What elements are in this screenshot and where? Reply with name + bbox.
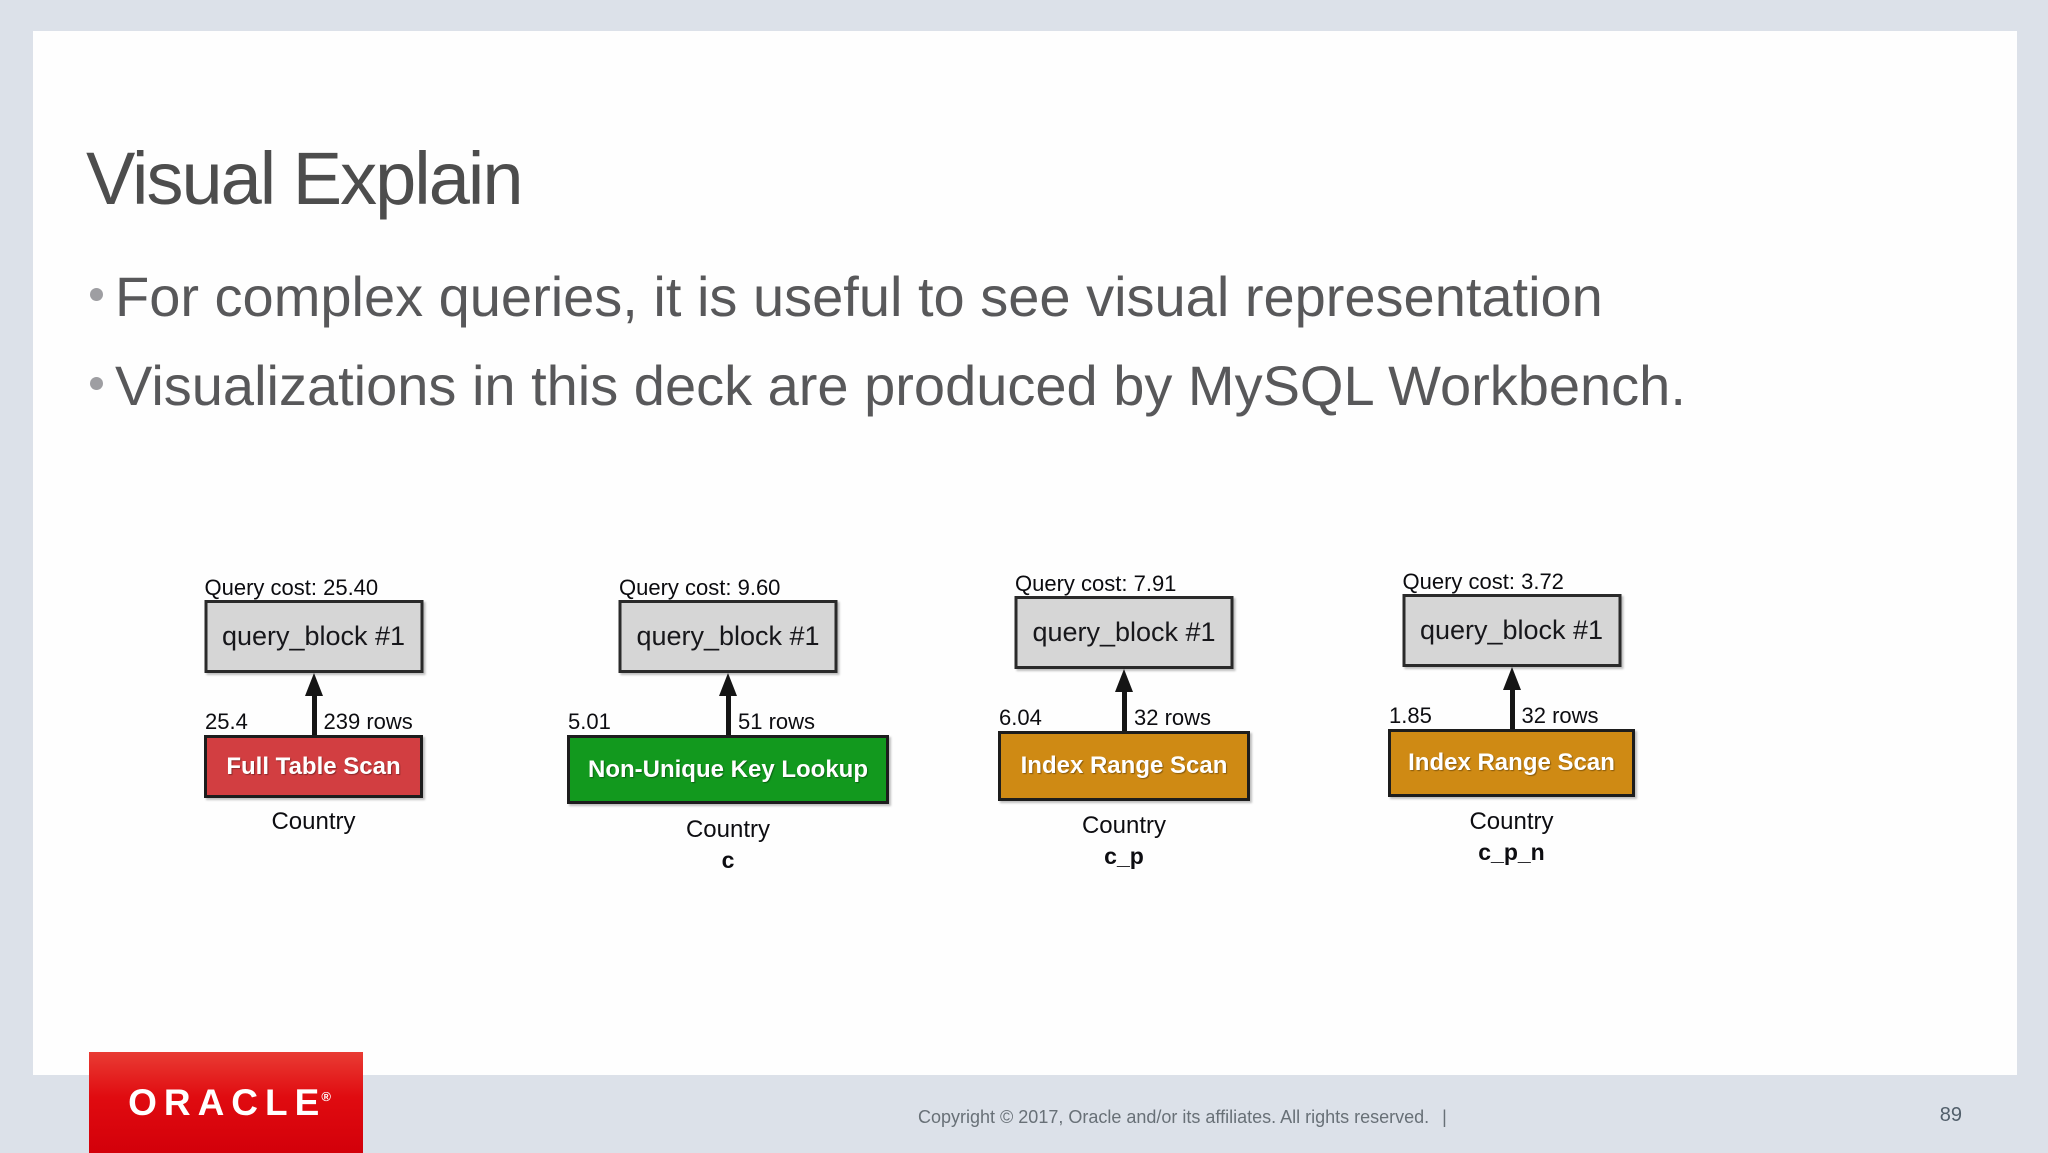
table-name-label: Country [1469,808,1554,835]
operation-node: Index Range Scan [1388,729,1635,797]
arrow-up-icon [1502,667,1521,690]
query-cost-label: Query cost: 25.40 [204,575,379,600]
table-name-label: Country [1081,812,1167,839]
edge-cost-label: 25.4 [205,709,248,734]
index-name-label: c_p_n [1478,839,1545,865]
oracle-wordmark: ORACLE® [128,1081,331,1123]
edge-cost-label: 6.04 [999,705,1042,730]
oracle-logo: ORACLE® [89,1052,363,1153]
page-number: 89 [1939,1104,1962,1126]
bullet-text: For complex queries, it is useful to see… [115,265,1603,328]
query-plan-diagram-full-table-scan: Query cost: 25.40 query_block #1 25.4 23… [204,575,423,885]
arrow-stem [726,691,731,735]
query-cost-label: Query cost: 3.72 [1402,569,1564,594]
edge-rows-label: 32 rows [1521,703,1599,728]
arrow-up-icon [719,673,737,696]
operation-node: Full Table Scan [204,735,423,798]
edge-cost-label: 5.01 [568,709,611,734]
operation-node: Non-Unique Key Lookup [567,735,889,804]
table-name-label: Country [685,816,771,843]
copyright-text: Copyright © 2017, Oracle and/or its affi… [918,1107,1447,1127]
query-block-node: query_block #1 [618,600,838,673]
arrow-up-icon [304,673,323,696]
edge-rows-label: 32 rows [1134,705,1212,730]
bullet-item: Visualizations in this deck are produced… [90,353,1686,418]
arrow-up-icon [1115,669,1133,692]
edge-rows-label: 239 rows [323,709,413,734]
query-cost-label: Query cost: 7.91 [1015,571,1177,596]
bullet-icon [90,377,103,390]
edge-cost-label: 1.85 [1389,703,1432,728]
edge-rows-label: 51 rows [738,709,816,734]
bullet-icon [90,288,103,301]
footer-separator: | [1442,1107,1447,1127]
index-name-label: c_p [1104,843,1144,869]
arrow-stem [311,691,317,735]
index-name-label: c [721,847,735,873]
query-cost-label: Query cost: 9.60 [619,575,781,600]
operation-node: Index Range Scan [998,731,1250,801]
bullet-text: Visualizations in this deck are produced… [115,354,1686,417]
query-block-node: query_block #1 [1014,596,1234,669]
slide-title: Visual Explain [86,137,523,220]
query-plan-diagram-index-range-scan: Query cost: 3.72 query_block #1 1.85 32 … [1388,569,1635,879]
query-block-node: query_block #1 [1402,594,1621,667]
arrow-stem [1509,685,1515,729]
arrow-stem [1122,687,1127,731]
query-block-node: query_block #1 [204,600,423,673]
query-plan-diagram-index-range-scan: Query cost: 7.91 query_block #1 6.04 32 … [998,571,1250,881]
query-plan-diagram-non-unique-key-lookup: Query cost: 9.60 query_block #1 5.01 51 … [567,575,889,885]
slide-content-area [33,31,2017,1075]
registered-trademark-icon: ® [321,1089,331,1105]
table-name-label: Country [271,808,356,835]
bullet-item: For complex queries, it is useful to see… [90,264,1603,329]
